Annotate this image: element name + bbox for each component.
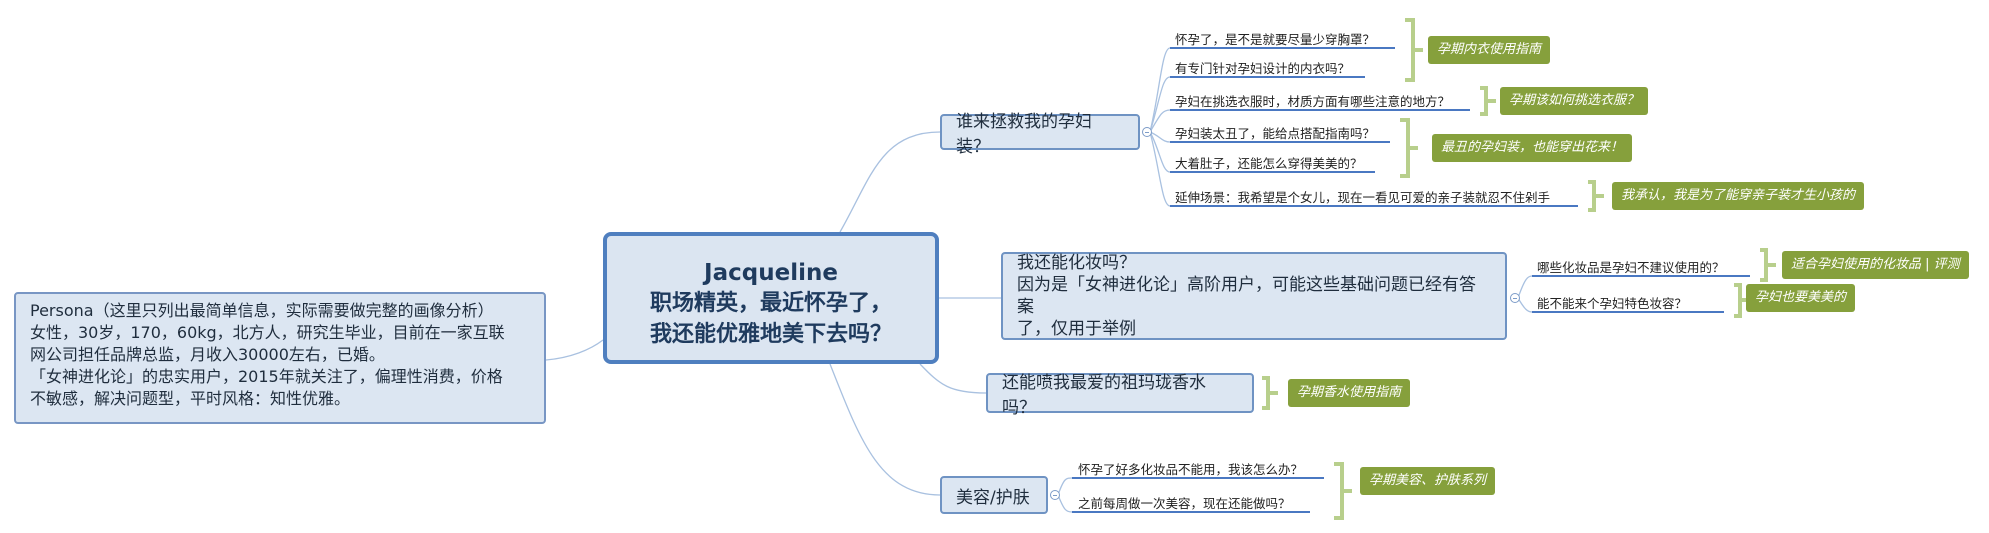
link-b1-q2 [1149, 76, 1171, 133]
central-topic[interactable]: Jacqueline 职场精英，最近怀孕了， 我还能优雅地美下去吗？ [603, 232, 939, 364]
link-b1-q1 [1149, 47, 1171, 133]
question-node[interactable]: 孕妇在挑选衣服时，材质方面有哪些注意的地方？ [1175, 94, 1451, 109]
branch-line: 因为是「女神进化论」高阶用户，可能这些基础问题已经有答案 [1017, 275, 1476, 317]
branch-label: 谁来拯救我的孕妇装？ [956, 112, 1092, 157]
central-name: Jacqueline [704, 260, 838, 286]
branch-makeup[interactable]: 我还能化妆吗？ 因为是「女神进化论」高阶用户，可能这些基础问题已经有答案 了，仅… [1001, 252, 1507, 340]
link-b2-q1 [1517, 275, 1533, 299]
question-node[interactable]: 延伸场景：我希望是个女儿，现在一看见可爱的亲子装就忍不住剁手 [1175, 190, 1551, 205]
link-b1-q6 [1149, 131, 1171, 207]
central-line-3: 我还能优雅地美下去吗？ [649, 322, 892, 347]
topic-tag[interactable]: 适合孕妇使用的化妆品 | 评测 [1782, 251, 1969, 279]
central-line-2: 职场精英，最近怀孕了， [649, 291, 892, 316]
link-b1-q3 [1149, 109, 1171, 133]
link-central-b1 [839, 131, 941, 233]
link-central-b3 [919, 363, 987, 394]
question-node[interactable]: 有专门针对孕妇设计的内衣吗？ [1175, 61, 1351, 76]
topic-tag[interactable]: 孕期美容、护肤系列 [1360, 467, 1496, 495]
branch-perfume[interactable]: 还能喷我最爱的祖玛珑香水吗？ [986, 373, 1254, 418]
bracket-b1-4 [1588, 180, 1604, 212]
collapse-toggle-icon[interactable] [1142, 127, 1152, 137]
topic-tag[interactable]: 孕期香水使用指南 [1288, 379, 1411, 407]
bracket-b3 [1262, 376, 1278, 410]
branch-line: 我还能化妆吗？ [1017, 253, 1136, 273]
bracket-b1-3 [1400, 118, 1418, 178]
bracket-b2-1 [1760, 248, 1776, 282]
branch-skincare[interactable]: 美容/护肤 [940, 476, 1048, 514]
link-central-b4 [829, 363, 941, 496]
question-node[interactable]: 孕妇装太丑了，能给点搭配指南吗？ [1175, 126, 1376, 141]
topic-tag[interactable]: 最丑的孕妇装，也能穿出花来！ [1432, 134, 1633, 162]
link-b4-q1 [1057, 477, 1073, 496]
topic-tag[interactable]: 孕期内衣使用指南 [1428, 36, 1551, 64]
topic-tag[interactable]: 孕妇也要美美的 [1746, 284, 1856, 312]
branch-maternity-clothes[interactable]: 谁来拯救我的孕妇装？ [940, 112, 1140, 157]
question-node[interactable]: 怀孕了好多化妆品不能用，我该怎么办？ [1078, 462, 1304, 477]
bracket-b1-1 [1405, 18, 1423, 82]
question-node[interactable]: 能不能来个孕妇特色妆容？ [1537, 296, 1688, 311]
question-node[interactable]: 哪些化妆品是孕妇不建议使用的？ [1537, 260, 1725, 275]
collapse-toggle-icon[interactable] [1050, 490, 1060, 500]
branch-line: 了，仅用于举例 [1017, 319, 1136, 339]
bracket-b1-2 [1480, 86, 1496, 116]
persona-line: 网公司担任品牌总监，月收入30000左右，已婚。 [30, 345, 385, 364]
topic-tag[interactable]: 孕期该如何挑选衣服？ [1500, 87, 1649, 115]
question-node[interactable]: 怀孕了，是不是就要尽量少穿胸罩？ [1175, 32, 1376, 47]
persona-line: Persona（这里只列出最简单信息，实际需要做完整的画像分析） [30, 301, 494, 320]
collapse-toggle-icon[interactable] [1510, 293, 1520, 303]
link-central-persona [545, 339, 604, 361]
link-b1-q4 [1149, 131, 1171, 143]
link-b2-q2 [1517, 297, 1533, 313]
question-node[interactable]: 之前每周做一次美容，现在还能做吗？ [1078, 496, 1291, 511]
persona-line: 「女神进化论」的忠实用户，2015年就关注了，偏理性消费，价格 [30, 367, 503, 386]
link-b1-q5 [1149, 131, 1171, 173]
topic-tag[interactable]: 我承认，我是为了能穿亲子装才生小孩的 [1612, 182, 1865, 210]
question-node[interactable]: 大着肚子，还能怎么穿得美美的？ [1175, 156, 1363, 171]
bracket-b4 [1334, 462, 1352, 520]
persona-line: 不敏感，解决问题型，平时风格：知性优雅。 [30, 389, 351, 408]
persona-line: 女性，30岁，170，60kg，北方人，研究生毕业，目前在一家互联 [30, 323, 505, 342]
branch-label: 美容/护肤 [956, 487, 1030, 508]
link-b4-q2 [1057, 494, 1073, 513]
persona-node[interactable]: Persona（这里只列出最简单信息，实际需要做完整的画像分析） 女性，30岁，… [14, 292, 546, 424]
branch-label: 还能喷我最爱的祖玛珑香水吗？ [1002, 373, 1206, 418]
